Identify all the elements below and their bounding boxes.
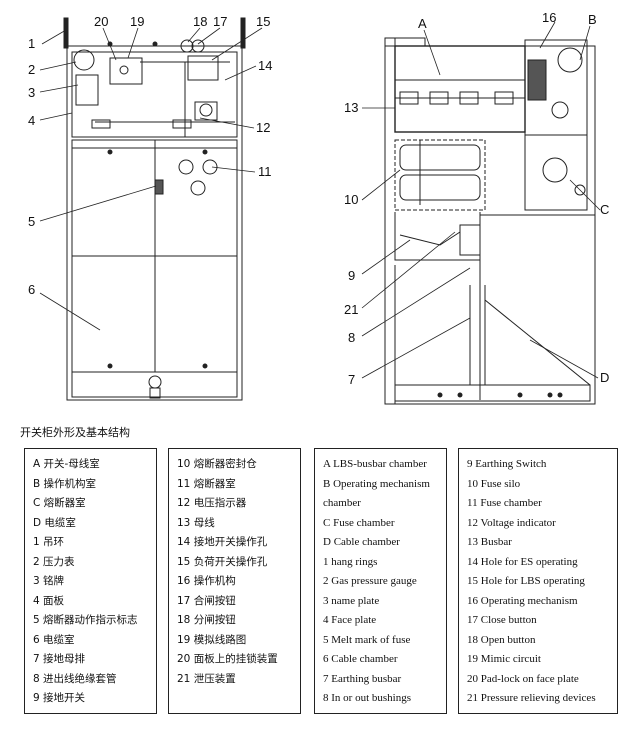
legend-item: 7 接地母排 [33,653,86,665]
side-view [384,37,596,405]
legend-item: 9 接地开关 [33,692,86,704]
label-14: 14 [258,58,272,73]
legend-item: 8 In or out bushings [323,692,411,704]
hang-ring-right [240,17,246,49]
label-16: 16 [542,10,556,25]
legend-cn-right: 10 熔断器密封仓 11 熔断器室 12 电压指示器 13 母线 14 接地开关操作孔 1… [168,448,301,714]
label-12: 12 [256,120,270,135]
legend-item: 21 泄压装置 [177,672,236,685]
legend-item: 20 面板上的挂锁装置 [177,653,278,665]
legend-item: B 操作机构室 [33,477,97,490]
legend-item: 17 Close button [467,614,537,626]
legend-cn-left: A 开关-母线室 B 操作机构室 C 熔断器室 D 电缆室 1 吊环 2 压力表 3 铭牌 4… [24,448,157,714]
legend-item: C 熔断器室 [33,497,86,509]
legend-item: 21 Pressure relieving devices [467,692,596,704]
label-8: 8 [348,330,355,345]
side-leaders [361,21,601,379]
side-labels: A 16 B 13 10 C 9 21 8 7 D [344,10,609,387]
legend-item: 14 Hole for ES operating [467,555,578,568]
label-19: 19 [130,14,144,29]
label-20: 20 [94,14,108,29]
label-3: 3 [28,85,35,100]
label-C: C [600,202,609,217]
switchgear-drawings: 1 2 3 4 5 6 20 19 18 17 15 14 12 11 A 16… [28,10,609,405]
label-4: 4 [28,113,35,128]
legend-item: 10 Fuse silo [467,477,521,490]
side-outline [384,37,596,405]
legend-item: 13 母线 [177,516,215,529]
label-1: 1 [28,36,35,51]
label-A: A [418,16,427,31]
legend-item: 16 操作机构 [177,575,236,587]
legend-item: D Cable chamber [323,536,400,548]
legend-item: 3 name plate [323,594,380,607]
legend-item: A LBS-busbar chamber [323,458,427,470]
legend-item: C Fuse chamber [323,516,395,529]
legend-item: 11 熔断器室 [177,477,236,490]
legend-item: B Operating mechanism [323,477,430,490]
melt-mark [154,179,164,195]
legend-item: 15 Hole for LBS operating [467,575,585,587]
legend-item: 15 负荷开关操作孔 [177,555,268,568]
legend-item: 12 电压指示器 [177,497,247,509]
figure-caption: 开关柜外形及基本结构 [20,426,130,439]
front-view [63,17,246,401]
label-13: 13 [344,100,358,115]
label-15: 15 [256,14,270,29]
legend-en-left: A LBS-busbar chamber B Operating mechanis… [314,448,447,714]
legend-item: 8 进出线绝缘套管 [33,672,117,685]
legend-item: 5 熔断器动作指示标志 [33,614,138,626]
label-B: B [588,12,597,27]
label-9: 9 [348,268,355,283]
legend-item: 2 Gas pressure gauge [323,575,417,587]
front-leaders [39,27,263,331]
legend-en-right: 9 Earthing Switch 10 Fuse silo 11 Fuse cha… [458,448,618,714]
label-18: 18 [193,14,207,29]
legend-item: 11 Fuse chamber [467,497,542,509]
legend-item: 1 hang rings [323,555,378,568]
legend-item: 16 Operating mechanism [467,594,578,607]
legend-item: 2 压力表 [33,555,75,568]
legend-item: 1 吊环 [33,536,65,548]
legend-item: 4 Face plate [323,614,377,626]
legend-item: 20 Pad-lock on face plate [467,672,579,685]
legend-item: 3 铭牌 [33,575,65,587]
legend-item: 7 Earthing busbar [323,672,402,685]
label-5: 5 [28,214,35,229]
label-2: 2 [28,62,35,77]
legend-item: 19 模拟线路图 [177,633,247,646]
legend-item: 9 Earthing Switch [467,458,547,470]
legend-item: 13 Busbar [467,536,512,548]
legend-item: 14 接地开关操作孔 [177,536,268,548]
legend-item: D 电缆室 [33,516,76,529]
front-labels: 1 2 3 4 5 6 20 19 18 17 15 14 12 11 [28,14,272,297]
legend-item: 18 Open button [467,633,536,646]
legend-item: 5 Melt mark of fuse [323,633,411,646]
legend-item: 18 分闸按钮 [177,614,236,626]
hang-ring-left [63,17,69,49]
label-D: D [600,370,609,385]
label-17: 17 [213,14,227,29]
label-6: 6 [28,282,35,297]
legend-item: 19 Mimic circuit [467,653,541,665]
label-7: 7 [348,372,355,387]
legend-item: chamber [323,497,361,509]
legend-item: 4 面板 [33,594,65,607]
label-21: 21 [344,302,358,317]
pressure-gauge [73,49,95,71]
legend-item: A 开关-母线室 [33,458,100,470]
legend-item: 12 Voltage indicator [467,516,556,529]
label-10: 10 [344,192,358,207]
legend-item: 6 Cable chamber [323,653,398,665]
legend-item: 6 电缆室 [33,633,75,646]
legend-item: 10 熔断器密封仓 [177,458,257,470]
legend-item: 17 合闸按钮 [177,594,236,607]
label-11: 11 [258,164,272,179]
